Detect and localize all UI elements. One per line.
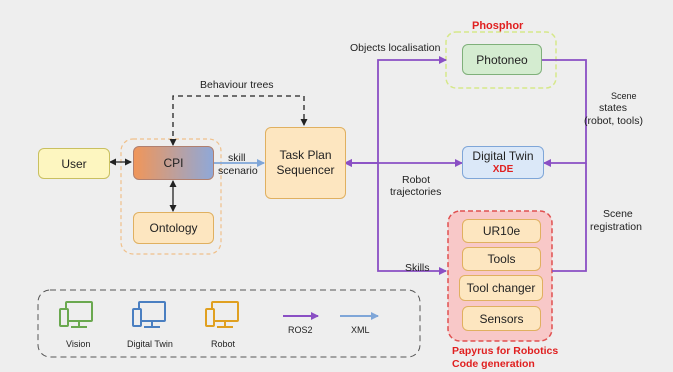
- task-plan-line1: Task Plan: [279, 148, 332, 162]
- legend-xml-label: XML: [351, 325, 370, 335]
- papyrus-title-line2: Code generation: [452, 358, 535, 370]
- photoneo-label: Photoneo: [476, 52, 528, 67]
- tool-changer-node: Tool changer: [459, 275, 543, 301]
- objects-localisation-label: Objects localisation: [350, 42, 441, 54]
- ontology-node: Ontology: [133, 212, 214, 244]
- legend-vision-label: Vision: [66, 339, 91, 349]
- skill-label: skill: [228, 152, 246, 164]
- sensors-label: Sensors: [479, 311, 524, 326]
- scene-registration-line2: registration: [590, 221, 642, 233]
- ontology-label: Ontology: [149, 221, 198, 235]
- scene-states-line2: states: [599, 102, 628, 114]
- robot-label: Robot: [402, 174, 431, 186]
- user-node: User: [38, 148, 110, 179]
- vision-legend-icon: [59, 301, 93, 328]
- ur10e-label: UR10e: [482, 224, 521, 238]
- cpi-label: CPI: [163, 156, 184, 170]
- photoneo-node: Photoneo: [462, 44, 542, 75]
- user-label: User: [61, 156, 87, 171]
- legend-robot-label: Robot: [211, 339, 236, 349]
- papyrus-title-line1: Papyrus for Robotics: [452, 345, 559, 357]
- legend-ros2-label: ROS2: [288, 325, 313, 335]
- digital-twin-legend-icon: [132, 301, 166, 328]
- phosphor-title: Phosphor: [472, 20, 524, 32]
- scene-states-line3: (robot, tools): [584, 115, 643, 127]
- sensors-node: Sensors: [462, 306, 541, 331]
- scene-registration-line1: Scene: [603, 208, 633, 220]
- taskplan-papyrus-arrow: [377, 163, 447, 275]
- digital-twin-label: Digital Twin: [472, 148, 534, 163]
- scene-registration-arrow: [552, 163, 587, 272]
- scene-states-line1: Scene: [611, 91, 637, 101]
- tools-label: Tools: [487, 252, 516, 266]
- task-plan-line2: Sequencer: [276, 163, 335, 177]
- digital-twin-node: Digital Twin XDE: [462, 146, 544, 179]
- cpi-node: CPI: [133, 146, 214, 180]
- trajectories-label: trajectories: [390, 186, 442, 198]
- tool-changer-label: Tool changer: [466, 281, 536, 295]
- robot-legend-icon: [205, 301, 239, 328]
- skills-label: Skills: [405, 262, 430, 274]
- xde-label: XDE: [492, 163, 514, 175]
- ur10e-node: UR10e: [462, 219, 541, 243]
- tools-node: Tools: [462, 247, 541, 271]
- scenario-label: scenario: [218, 165, 258, 177]
- task-plan-sequencer-node: Task Plan Sequencer: [265, 127, 346, 199]
- behaviour-trees-label: Behaviour trees: [200, 79, 274, 91]
- legend-digital-twin-label: Digital Twin: [127, 339, 173, 349]
- taskplan-photoneo-arrow: [344, 56, 447, 167]
- scene-states-arrow: [542, 59, 587, 167]
